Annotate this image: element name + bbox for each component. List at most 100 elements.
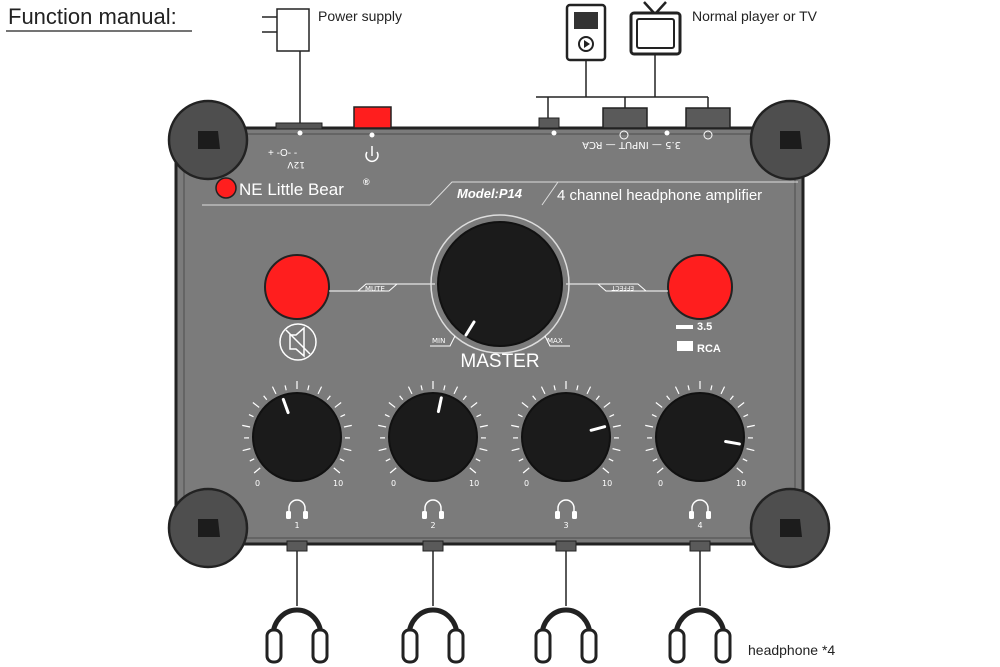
- power-supply-label: Power supply: [318, 8, 402, 24]
- channel-scale-tick: [284, 385, 287, 391]
- channel-scale-tick: [518, 458, 524, 462]
- channel-scale-tick: [743, 414, 749, 418]
- master-knob-indicator: [464, 320, 476, 337]
- headphone-outputs: [265, 540, 732, 664]
- channel-scale-tick: [399, 395, 404, 401]
- channel-scale-tick: [608, 458, 614, 462]
- channel-knob-indicator: [281, 397, 290, 415]
- channel-scale-tick: [389, 467, 397, 474]
- rca-left-jack[interactable]: [602, 107, 648, 129]
- headphones-label: headphone *4: [748, 642, 835, 658]
- channel-scale-tick: [521, 402, 529, 408]
- channel-scale-tick: [307, 385, 310, 391]
- master-min-tick: [430, 335, 456, 347]
- effect-label: EFFECT: [611, 284, 634, 291]
- channel-number-label: 4: [697, 521, 702, 530]
- channel-scale-tick: [710, 385, 713, 391]
- channel-scale-tick: [462, 395, 467, 401]
- headphone-output-jack-4[interactable]: [689, 540, 711, 552]
- channel-scale-tick: [263, 395, 268, 401]
- channel-scale-tick: [443, 385, 446, 391]
- input-label: 3.5 — INPUT — RCA: [582, 139, 681, 150]
- channel-3-volume-knob[interactable]: [521, 392, 611, 482]
- channel-scale-tick: [317, 386, 323, 395]
- dc-jack[interactable]: [275, 122, 323, 130]
- headphone-icon: [689, 499, 711, 519]
- power-switch[interactable]: [353, 106, 392, 129]
- channel-scale-tick: [656, 467, 664, 474]
- corner-bumper-top-left: [167, 99, 249, 181]
- channel-scale-tick: [674, 386, 680, 395]
- player-label: Normal player or TV: [692, 8, 818, 24]
- power-icon: [365, 146, 379, 162]
- channel-scale-tick: [576, 385, 579, 391]
- headphone-output-jack-2[interactable]: [422, 540, 444, 552]
- channel-scale-tick: [385, 458, 391, 462]
- channel-scale-tick: [469, 467, 477, 474]
- input-35mm-jack[interactable]: [538, 117, 560, 129]
- channel-scale-tick: [645, 448, 654, 452]
- channel-scale-tick: [511, 424, 520, 428]
- channel-scale-tick: [609, 414, 615, 418]
- channel-scale-tick: [687, 385, 690, 391]
- brand-registered: ®: [363, 177, 370, 187]
- channel-2-volume-knob[interactable]: [388, 392, 478, 482]
- channel-scale-tick: [407, 386, 413, 395]
- headphone-output-jack-1[interactable]: [286, 540, 308, 552]
- channel-scale-tick: [242, 424, 251, 428]
- master-knob[interactable]: [437, 221, 563, 347]
- channel-number-label: 2: [430, 521, 435, 530]
- brand-rule: [202, 181, 798, 206]
- model-label: Model:P14: [457, 186, 523, 201]
- channel-scale-tick: [378, 448, 387, 452]
- headphone-icon: [534, 607, 598, 664]
- channel-scale-tick: [453, 386, 459, 395]
- mute-button[interactable]: [264, 254, 330, 320]
- channel-scale-tick: [334, 402, 342, 408]
- input-35-indicator: [676, 325, 693, 329]
- channel-scale-tick: [666, 395, 671, 401]
- mute-label: MUTE: [365, 285, 385, 293]
- power-switch-dot: [369, 132, 375, 138]
- channel-scale-tick: [737, 402, 745, 408]
- master-max-tick: [544, 335, 570, 347]
- rca-right-jack[interactable]: [685, 107, 731, 129]
- channel-scale-tick: [532, 395, 537, 401]
- channel-scale-tick: [479, 424, 488, 428]
- channel-scale-tick: [388, 402, 396, 408]
- channel-scale-tick: [655, 402, 663, 408]
- channel-scale-tick: [340, 414, 346, 418]
- input-35-dot: [551, 130, 557, 136]
- input-rca-indicator: [677, 341, 693, 351]
- power-plug-icon: [262, 8, 310, 125]
- channel-scale-tick: [253, 467, 261, 474]
- channel-scale-tick: [242, 448, 251, 452]
- channel-scale-tick: [746, 448, 755, 452]
- corner-bumper-bottom-left: [167, 487, 249, 569]
- channel-scale-tick: [517, 414, 523, 418]
- channel-scale-tick: [326, 395, 331, 401]
- channel-min-label: 0: [255, 479, 260, 488]
- channel-4-volume-knob[interactable]: [655, 392, 745, 482]
- headphone-icon: [422, 499, 444, 519]
- channel-scale-tick: [720, 386, 726, 395]
- channel-1-volume-knob[interactable]: [252, 392, 342, 482]
- channel-scale-tick: [511, 448, 520, 452]
- mute-label-tab: [329, 283, 435, 292]
- channel-max-label: 10: [736, 479, 746, 488]
- channel-max-label: 10: [602, 479, 612, 488]
- channel-knob-indicator: [589, 425, 607, 432]
- tv-icon: [629, 1, 682, 56]
- input-select-button[interactable]: [667, 254, 733, 320]
- channel-scale-tick: [476, 414, 482, 418]
- channel-scale-tick: [602, 467, 610, 474]
- description-label: 4 channel headphone amplifier: [557, 187, 762, 204]
- headphone-output-jack-3[interactable]: [555, 540, 577, 552]
- manual-title: Function manual:: [8, 4, 177, 29]
